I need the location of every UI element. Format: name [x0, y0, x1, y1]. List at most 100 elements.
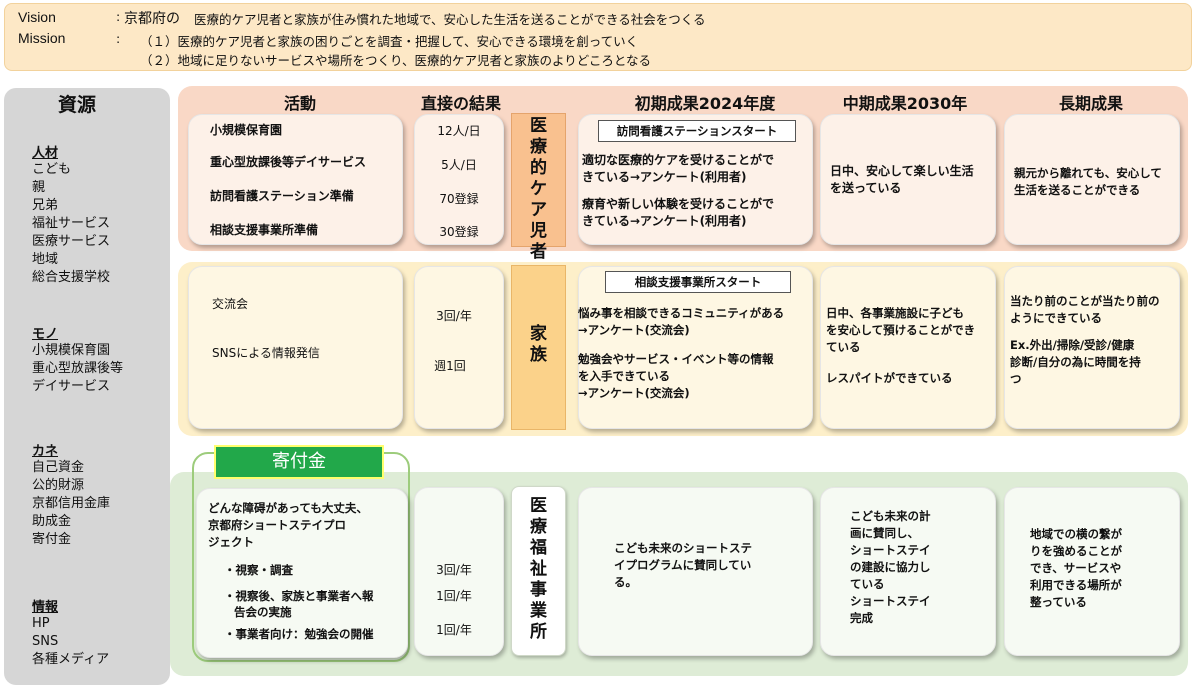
- text-line: 完成: [850, 611, 873, 625]
- resource-item: 助成金: [32, 514, 72, 529]
- row3-mid-card: [820, 487, 996, 656]
- resource-item: 各種メディア: [32, 652, 110, 667]
- row3-activity-intro: どんな障碍があっても大丈夫、 京都府ショートステイプロ ジェクト: [208, 500, 368, 551]
- row2-initial-card: [578, 266, 813, 429]
- resources-title: 資源: [58, 94, 97, 116]
- text-line: →アンケート(交流会): [578, 323, 690, 337]
- resource-item: 重心型放課後等: [32, 361, 124, 376]
- text-line: 画に賛同し、: [850, 526, 919, 540]
- row2-activity: 交流会: [212, 297, 249, 311]
- resources-sidebar: [4, 88, 170, 685]
- row2-initial-text: 悩み事を相談できるコミュニティがある →アンケート(交流会) 勉強会やサービス・…: [578, 305, 784, 402]
- resource-item: 寄付金: [32, 532, 72, 547]
- row3-activity-item: ・視察後、家族と事業者へ報: [224, 589, 374, 603]
- resource-item: 京都信用金庫: [32, 496, 111, 511]
- text-line: 診断/自分の為に時間を持: [1010, 355, 1141, 369]
- text-line: →アンケート(交流会): [578, 386, 690, 400]
- row2-activity: SNSによる情報発信: [212, 346, 320, 360]
- row3-mid-text: こども未来の計 画に賛同し、 ショートステイ の建設に協力し ている ショートス…: [850, 508, 931, 627]
- resource-item: 福祉サービス: [32, 216, 111, 231]
- row3-target-label: 医療福祉事業所: [530, 496, 547, 642]
- row1-activity: 重心型放課後等デイサービス: [210, 155, 367, 169]
- text-line: 生活を送ることができる: [1014, 183, 1141, 197]
- row3-long-card: [1004, 487, 1180, 656]
- text-line: Ex.外出/掃除/受診/健康: [1010, 338, 1135, 352]
- row1-direct: 70登録: [439, 192, 479, 206]
- row2-direct-card: [414, 266, 504, 429]
- text-line: ている: [826, 340, 861, 354]
- row2-long-text: 当たり前のことが当たり前の ようにできている Ex.外出/掃除/受診/健康 診断…: [1010, 293, 1160, 388]
- text-line: こども未来の計: [850, 509, 931, 523]
- text-line: を入手できている: [578, 369, 670, 383]
- header-activity: 活動: [283, 94, 316, 113]
- vision-prefix: 京都府の: [124, 11, 180, 27]
- row2-direct: 3回/年: [436, 309, 472, 323]
- resource-item: 親: [32, 180, 46, 195]
- row3-activity-item: 告会の実施: [234, 605, 292, 619]
- text-line: どんな障碍があっても大丈夫、: [208, 501, 368, 515]
- text-line: ジェクト: [208, 535, 254, 549]
- row2-mid-text: 日中、各事業施設に子ども を安心して預けることができ ている レスパイトができて…: [826, 305, 975, 387]
- mission-item-1: （１）医療的ケア児者と家族の困りごとを調査・把握して、安心できる環境を創っていく: [140, 34, 639, 49]
- row1-mid-text: 日中、安心して楽しい生活 を送っている: [830, 163, 974, 197]
- text-line: つ: [1010, 372, 1022, 386]
- vision-label: Vision: [18, 9, 56, 25]
- resource-item: 自己資金: [32, 460, 85, 475]
- text-line: こども未来のショートステ: [614, 541, 752, 555]
- text-line-blank: [826, 356, 975, 370]
- text-line: 整っている: [1030, 595, 1087, 609]
- resource-group-head: カネ: [32, 444, 59, 459]
- row1-direct: 5人/日: [441, 158, 477, 172]
- resource-item: 地域: [32, 252, 59, 267]
- resource-item: 小規模保育園: [32, 343, 111, 358]
- text-line: ている: [850, 577, 885, 591]
- row1-activity: 訪問看護ステーション準備: [210, 189, 354, 203]
- text-line: 利用できる場所が: [1030, 578, 1122, 592]
- text-line: でき、サービスや: [1030, 561, 1122, 575]
- text-line: きている→アンケート(利用者): [582, 214, 747, 228]
- mission-item-2: （２）地域に足りないサービスや場所をつくり、医療的ケア児者と家族のよりどころとな…: [140, 53, 652, 68]
- header-initial-outcome: 初期成果2024年度: [634, 94, 776, 113]
- text-line: 親元から離れても、安心して: [1014, 166, 1162, 180]
- resource-item: デイサービス: [32, 379, 111, 394]
- row1-initial-text: 適切な医療的ケアを受けることがで きている→アンケート(利用者) 療育や新しい体…: [582, 152, 774, 230]
- vision-mission-banner: [4, 3, 1192, 71]
- resource-group-things: モノ 小規模保育園 重心型放課後等 デイサービス: [32, 323, 123, 396]
- text-line: 日中、安心して楽しい生活: [830, 164, 974, 178]
- row1-target-box: [511, 113, 566, 247]
- row3-initial-text: こども未来のショートステ イプログラムに賛同してい る。: [614, 540, 752, 591]
- row3-direct: 1回/年: [436, 589, 472, 603]
- resource-group-info: 情報 HP SNS 各種メディア: [32, 596, 109, 669]
- resource-group-money: カネ 自己資金 公的財源 京都信用金庫 助成金 寄付金: [32, 440, 110, 549]
- resource-group-head: 情報: [32, 600, 59, 615]
- text-line: ショートステイ: [850, 594, 931, 608]
- text-line: きている→アンケート(利用者): [582, 170, 747, 184]
- resource-item: 総合支援学校: [32, 270, 111, 285]
- donation-label: 寄付金: [214, 445, 384, 479]
- resource-item: 兄弟: [32, 198, 59, 213]
- row1-initial-tag: 訪問看護ステーションスタート: [598, 120, 796, 142]
- row2-initial-tag: 相談支援事業所スタート: [605, 271, 791, 293]
- row1-long-card: [1004, 114, 1180, 245]
- text-line: の建設に協力し: [850, 560, 931, 574]
- text-line: る。: [614, 575, 637, 589]
- row2-long-card: [1004, 266, 1180, 429]
- text-line-blank: [582, 186, 774, 196]
- text-line: ショートステイ: [850, 543, 931, 557]
- text-line: りを強めることが: [1030, 544, 1122, 558]
- row3-activity-item: ・事業者向け：勉強会の開催: [224, 627, 374, 641]
- row1-long-text: 親元から離れても、安心して 生活を送ることができる: [1014, 165, 1162, 199]
- text-line: レスパイトができている: [826, 371, 953, 385]
- text-line: 悩み事を相談できるコミュニティがある: [578, 306, 785, 320]
- text-line: を安心して預けることができ: [826, 323, 976, 337]
- row3-activity-item: ・視察・調査: [224, 563, 293, 577]
- text-line: 日中、各事業施設に子ども: [826, 306, 964, 320]
- text-line: 療育や新しい体験を受けることがで: [582, 197, 775, 211]
- text-line: を送っている: [830, 181, 902, 195]
- resource-item: 公的財源: [32, 478, 85, 493]
- resource-item: HP: [32, 616, 50, 631]
- header-mid-outcome: 中期成果2030年: [842, 94, 968, 113]
- text-line: 適切な医療的ケアを受けることがで: [582, 153, 775, 167]
- mission-colon: :: [116, 31, 121, 46]
- text-line: 勉強会やサービス・イベント等の情報: [578, 352, 774, 366]
